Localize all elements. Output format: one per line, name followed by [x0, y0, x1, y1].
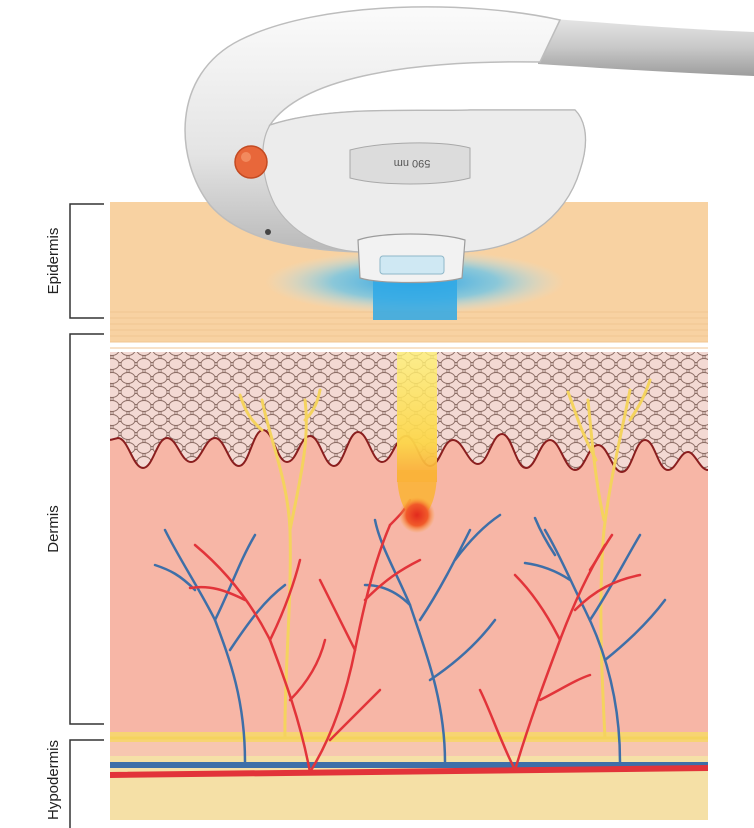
- dermis-label: Dermis: [45, 505, 62, 553]
- layer-brackets: [69, 203, 104, 828]
- hypodermis-bracket: [69, 739, 104, 828]
- nerve-fibers: [110, 378, 708, 740]
- target-hotspot: [399, 497, 435, 533]
- cable: [538, 18, 754, 76]
- wavelength-label: 590 nm: [394, 157, 431, 169]
- epidermis-label: Epidermis: [45, 228, 62, 295]
- arteries: [110, 498, 708, 778]
- orange-indicator-icon: [234, 145, 268, 179]
- hypodermis-label: Hypodermis: [45, 740, 62, 820]
- epidermis-bracket: [69, 203, 104, 319]
- dermis-bracket: [69, 333, 104, 725]
- skin-layers: [110, 202, 708, 820]
- display-panel: [349, 142, 471, 185]
- veins: [110, 513, 708, 768]
- ipl-handpiece-icon: 590 nm: [184, 6, 754, 284]
